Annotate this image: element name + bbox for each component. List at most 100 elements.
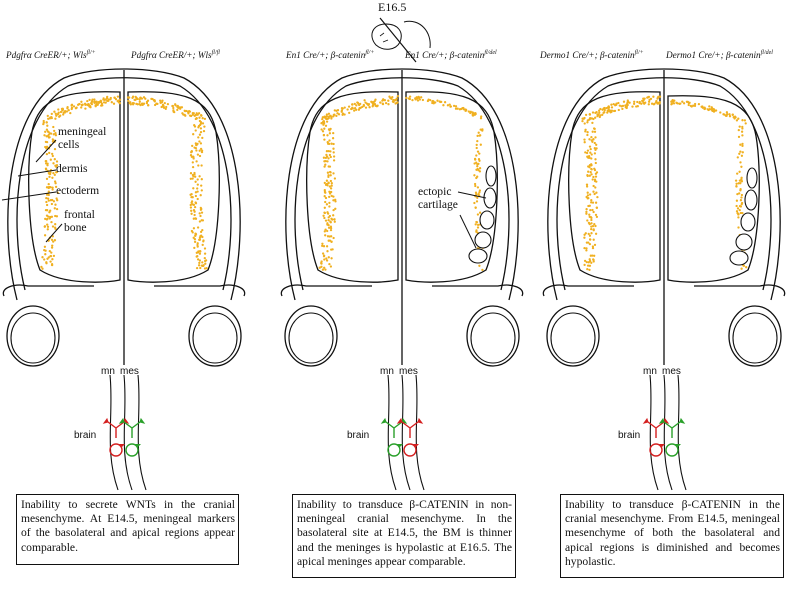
signal-cycle	[109, 443, 123, 457]
meninges-dot	[320, 122, 323, 125]
panel1-header-left-gene: Pdgfrα CreER/+; Wls	[6, 50, 87, 61]
meninges-dot	[347, 105, 351, 108]
meninges-dot	[323, 206, 326, 209]
meninges-dot	[381, 102, 384, 105]
meninges-dot	[44, 140, 48, 144]
meninges-dot	[330, 142, 333, 145]
meninges-dot	[202, 240, 205, 243]
meninges-dot	[325, 259, 329, 262]
meninges-dot	[351, 103, 354, 106]
meninges-dot	[321, 244, 324, 248]
left-base	[2, 284, 94, 297]
meninges-dot	[45, 203, 49, 207]
meninges-dot	[738, 192, 741, 195]
meninges-dot	[585, 183, 589, 186]
meninges-dot	[184, 114, 187, 117]
meninges-dot	[590, 168, 593, 171]
cycle-arrowhead	[413, 444, 419, 447]
meninges-dot	[323, 216, 326, 220]
leader-ectopic	[457, 191, 487, 199]
panel2-description: Inability to transduce β-CATENIN in non-…	[292, 494, 516, 578]
meninges-dot	[194, 180, 197, 183]
meninges-dot	[609, 111, 612, 114]
meninges-dot	[203, 125, 206, 128]
meninges-dot	[592, 184, 595, 188]
meninges-dot	[202, 129, 206, 133]
meninges-dot	[193, 213, 196, 217]
meninges-dot	[195, 251, 198, 254]
meninges-dot	[142, 96, 146, 99]
meninges-dot	[739, 211, 742, 215]
meninges-dot	[192, 133, 195, 136]
meninges-dot	[138, 102, 141, 106]
signal-branch	[107, 421, 125, 438]
meninges-dot	[59, 110, 63, 114]
panel1-header-right: Pdgfrα CreER/+; Wlsfl/fl	[131, 50, 220, 60]
meninges-dot	[191, 196, 194, 199]
meninges-dot	[134, 95, 137, 99]
right-eye-inner	[732, 312, 778, 364]
meninges-dot	[692, 104, 695, 107]
meninges-dot	[593, 130, 597, 133]
meninges-dot	[583, 122, 586, 125]
meninges-dot	[164, 107, 167, 111]
meninges-dot	[191, 161, 194, 164]
meninges-dots	[581, 95, 662, 272]
meninges-dot	[171, 104, 174, 108]
meninges-dot	[624, 104, 627, 107]
meninges-dot	[741, 134, 744, 137]
meninges-dot	[481, 268, 484, 272]
meninges-dot	[476, 139, 479, 143]
panel3-header-left-gene: Dermo1 Cre/+; β-catenin	[540, 50, 635, 61]
meninges-dot	[181, 112, 184, 115]
meninges-dot	[321, 268, 325, 271]
label-frontal: frontal	[64, 208, 95, 221]
meninges-dot	[192, 187, 195, 190]
meninges-dot	[336, 109, 340, 112]
meninges-dot	[343, 113, 346, 116]
signal-arrowhead	[396, 417, 403, 424]
meninges-dot	[43, 225, 47, 228]
meninges-dot	[53, 173, 56, 177]
meninges-dot	[328, 129, 331, 132]
meninges-dot	[328, 205, 331, 208]
meninges-dot	[54, 185, 58, 189]
meninges-dot	[330, 184, 333, 187]
signal-arrowhead	[380, 417, 387, 424]
meninges-dot	[475, 200, 479, 203]
panel3-header-right: Dermo1 Cre/+; β-cateninfl/del	[666, 50, 773, 60]
meninges-dot	[655, 101, 658, 104]
meninges-dot	[180, 106, 184, 109]
meninges-dot	[45, 200, 48, 204]
meninges-dot	[725, 111, 729, 114]
cycle-arrowhead	[659, 444, 665, 447]
layer-boundary	[649, 374, 659, 491]
meninges-dot	[200, 164, 203, 167]
meninges-dot	[323, 138, 326, 141]
meninges-dot	[395, 98, 398, 101]
meninges-dot	[333, 113, 336, 116]
layer-boundary	[109, 374, 119, 491]
meninges-dot	[198, 175, 201, 178]
meninges-dot	[160, 101, 164, 104]
meninges-dot	[48, 175, 51, 179]
meninges-dot	[724, 114, 728, 117]
meninges-dot	[594, 148, 597, 152]
meninges-dot	[679, 102, 682, 105]
meninges-dot	[330, 194, 333, 198]
meninges-dot	[150, 97, 153, 101]
meninges-dot	[45, 177, 49, 181]
meninges-dot	[54, 203, 57, 206]
meninges-dot	[358, 103, 361, 107]
meninges-dot	[103, 98, 106, 102]
meninges-dot	[591, 111, 595, 114]
panel3-head	[542, 68, 786, 367]
meninges-dot	[460, 107, 463, 111]
meninges-dot	[592, 210, 595, 214]
meninges-dot	[471, 111, 474, 114]
meninges-dot	[45, 121, 48, 124]
meninges-dot	[200, 219, 203, 222]
meninges-dot	[192, 227, 196, 230]
meninges-dot	[601, 113, 604, 116]
panel1-header-left: Pdgfrα CreER/+; Wlsfl/+	[6, 50, 96, 60]
